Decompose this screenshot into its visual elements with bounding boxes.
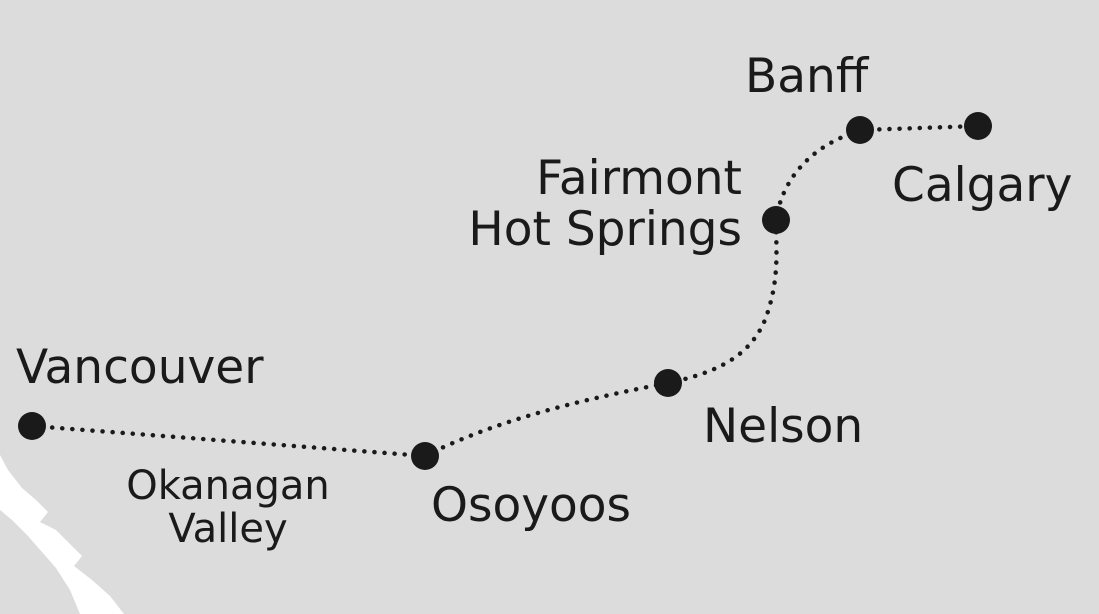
label-banff: Banff: [745, 49, 869, 104]
island-land: [0, 510, 80, 614]
route-line: [29, 123, 981, 459]
label-vancouver: Vancouver: [16, 340, 264, 395]
label-calgary: Calgary: [892, 158, 1073, 213]
stop-nelson-marker[interactable]: [654, 369, 682, 397]
label-okanagan-line2: Valley: [168, 506, 288, 553]
label-okanagan-valley: Okanagan Valley: [121, 463, 335, 553]
stop-fairmont-marker[interactable]: [762, 206, 790, 234]
stop-osoyoos-marker[interactable]: [411, 442, 439, 470]
label-fairmont-line1: Fairmont: [536, 151, 742, 206]
stop-vancouver-marker[interactable]: [18, 412, 46, 440]
stop-banff-marker[interactable]: [846, 116, 874, 144]
label-osoyoos: Osoyoos: [431, 478, 632, 533]
label-fairmont-hot-springs: Fairmont Hot Springs: [440, 151, 742, 257]
label-fairmont-line2: Hot Springs: [468, 201, 742, 257]
stop-calgary-marker[interactable]: [964, 112, 992, 140]
label-nelson: Nelson: [703, 399, 864, 454]
label-okanagan-line1: Okanagan: [126, 463, 330, 509]
